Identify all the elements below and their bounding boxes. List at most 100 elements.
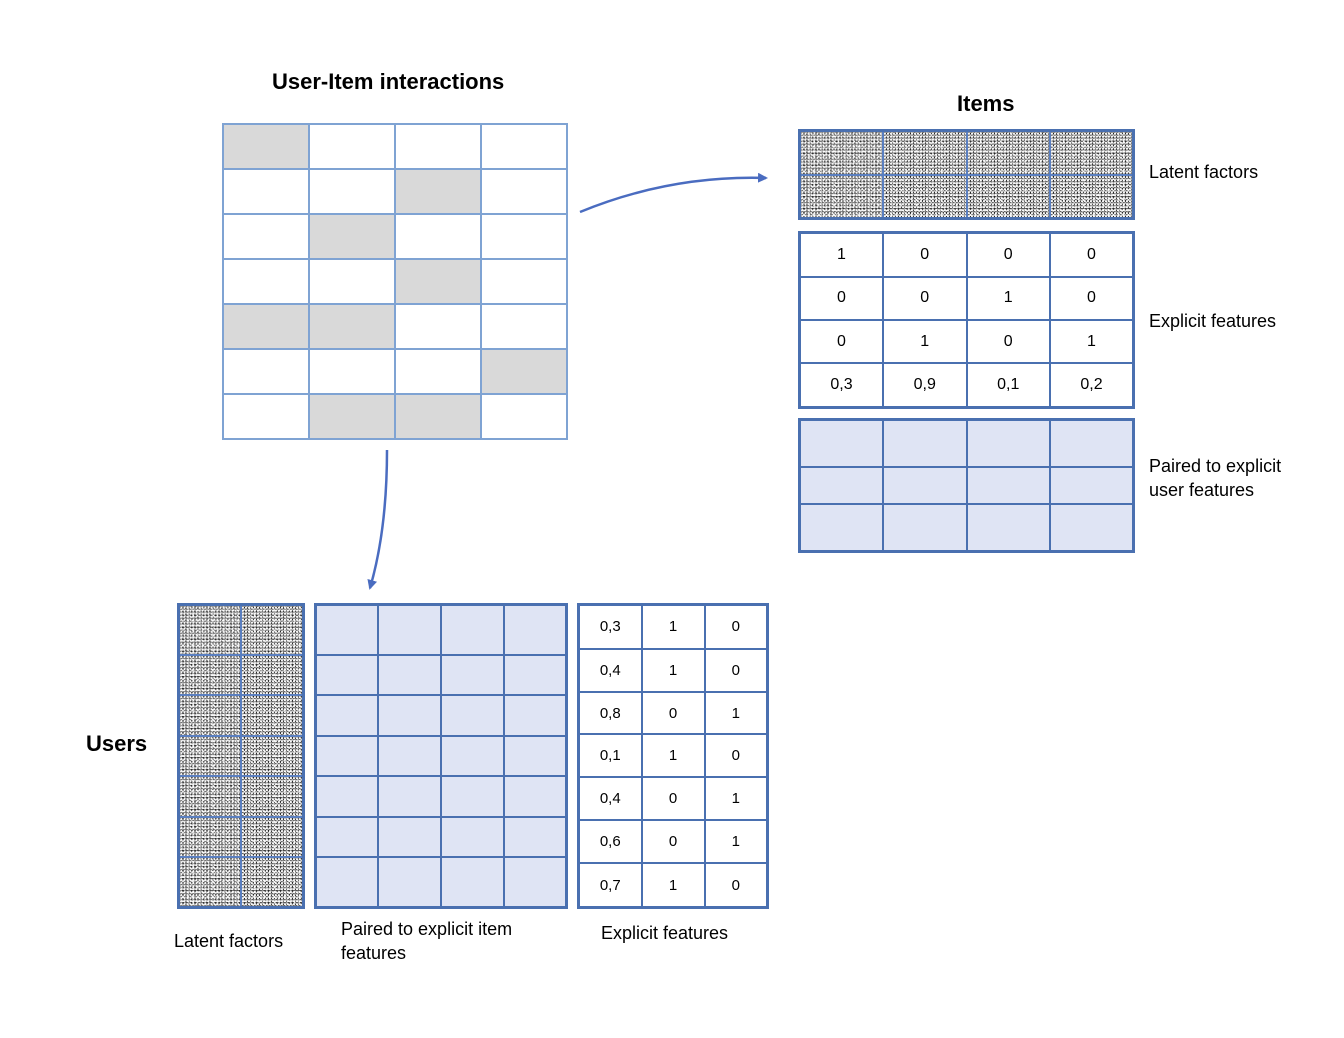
paired-row: [314, 855, 568, 909]
feature-cell: 1: [703, 819, 769, 865]
paired-cell: [377, 734, 442, 778]
latent-cell: [177, 653, 242, 697]
paired-cell: [377, 815, 442, 858]
feature-cell: 0: [882, 231, 968, 278]
users-explicit-label: Explicit features: [601, 923, 729, 943]
interaction-cell: [222, 393, 310, 440]
interaction-cell: [308, 348, 396, 395]
interaction-cell: [480, 213, 568, 260]
paired-cell: [502, 815, 568, 858]
feature-cell: 0,1: [577, 733, 643, 779]
feature-cell: 0,3: [577, 603, 643, 650]
users-latent-matrix: [177, 603, 305, 909]
paired-cell: [502, 734, 568, 778]
interaction-cell: [394, 348, 482, 395]
latent-cell: [177, 694, 242, 737]
items-latent-label: Latent factors: [1149, 162, 1259, 182]
interaction-cell: [222, 258, 310, 305]
interaction-row: [222, 303, 568, 350]
latent-cell: [1049, 129, 1135, 176]
latent-row: [177, 603, 305, 656]
paired-row: [314, 734, 568, 778]
interaction-row: [222, 123, 568, 170]
feature-cell: 0,1: [965, 362, 1051, 409]
users-paired-label: Paired to explicit item features: [341, 919, 513, 963]
interaction-cell-filled: [308, 393, 396, 440]
paired-row: [798, 503, 1135, 553]
interaction-cell: [394, 303, 482, 350]
paired-cell: [314, 603, 380, 656]
latent-cell: [882, 173, 968, 220]
feature-cell: 0: [703, 647, 769, 693]
paired-cell: [502, 855, 568, 909]
paired-cell: [314, 734, 380, 778]
latent-cell: [240, 815, 305, 858]
interactions-title: User-Item interactions: [272, 69, 505, 94]
interaction-cell-filled: [394, 258, 482, 305]
interaction-cell: [480, 258, 568, 305]
interaction-cell: [394, 213, 482, 260]
latent-cell: [798, 129, 884, 176]
interaction-cell: [308, 168, 396, 215]
interaction-row: [222, 258, 568, 305]
paired-row: [314, 775, 568, 818]
paired-cell: [882, 503, 968, 553]
feature-cell: 1: [882, 318, 968, 365]
interaction-row: [222, 393, 568, 440]
feature-cell: 0: [703, 862, 769, 909]
feature-cell: 0: [798, 275, 884, 321]
paired-row: [314, 694, 568, 737]
paired-cell: [502, 775, 568, 818]
interaction-cell: [222, 348, 310, 395]
items-paired-matrix: [798, 418, 1135, 553]
latent-row: [177, 694, 305, 737]
feature-cell: 1: [1049, 318, 1135, 365]
latent-cell: [882, 129, 968, 176]
items-latent-matrix: [798, 129, 1135, 220]
interaction-cell-filled: [222, 303, 310, 350]
interaction-row: [222, 348, 568, 395]
paired-cell: [440, 734, 505, 778]
latent-cell: [240, 734, 305, 778]
users-title: Users: [86, 731, 148, 756]
feature-cell: 1: [640, 603, 706, 650]
paired-cell: [965, 503, 1051, 553]
feature-cell: 0: [965, 231, 1051, 278]
feature-cell: 0,2: [1049, 362, 1135, 409]
latent-row: [798, 173, 1135, 220]
paired-row: [314, 815, 568, 858]
interaction-row: [222, 213, 568, 260]
feature-cell: 0: [1049, 231, 1135, 278]
paired-cell: [440, 653, 505, 697]
latent-cell: [177, 815, 242, 858]
latent-cell: [177, 734, 242, 778]
feature-cell: 0: [703, 733, 769, 779]
feature-cell: 1: [965, 275, 1051, 321]
interaction-cell-filled: [394, 168, 482, 215]
latent-cell: [177, 775, 242, 818]
users-latent-label: Latent factors: [174, 931, 284, 951]
interaction-cell: [480, 168, 568, 215]
paired-cell: [440, 603, 505, 656]
feature-cell: 0: [640, 819, 706, 865]
feature-cell: 1: [640, 862, 706, 909]
paired-cell: [377, 653, 442, 697]
interaction-cell-filled: [480, 348, 568, 395]
paired-cell: [1049, 465, 1135, 506]
latent-cell: [240, 603, 305, 656]
interaction-row: [222, 168, 568, 215]
interaction-cell: [308, 123, 396, 170]
feature-cell: 1: [798, 231, 884, 278]
latent-cell: [240, 775, 305, 818]
arrow-to-users: [367, 449, 389, 590]
latent-row: [177, 734, 305, 778]
